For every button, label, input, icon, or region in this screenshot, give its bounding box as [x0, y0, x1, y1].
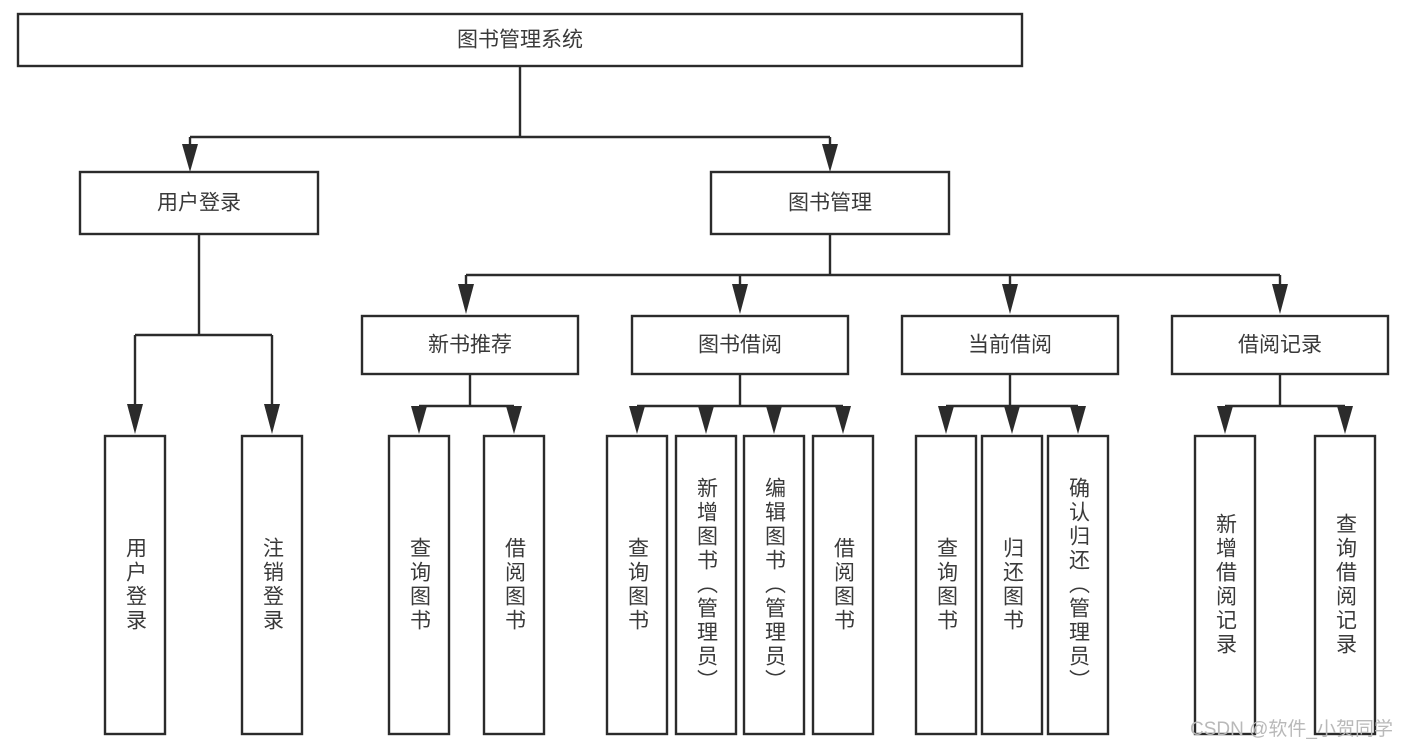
connector-group-currentborrow	[938, 374, 1086, 434]
node-book-management[interactable]: 图书管理	[709, 170, 951, 236]
leaf-label-current-borrow-1: 查询图书	[934, 537, 958, 633]
node-borrow-record[interactable]: 借阅记录	[1170, 314, 1390, 376]
connector-group-borrowrecord	[1217, 374, 1353, 434]
connector-group-userlogin	[127, 234, 280, 434]
arrow-head-borrowrecord-l2	[1337, 406, 1353, 434]
node-new-book-recommend[interactable]: 新书推荐	[360, 314, 580, 376]
node-new-book-recommend-box[interactable]	[360, 314, 580, 376]
node-current-borrow-label: 当前借阅	[968, 334, 1052, 357]
leaf-box-new-book-1[interactable]	[387, 434, 451, 736]
leaf-label-new-book-1: 查询图书	[407, 537, 431, 633]
arrow-head-borrowrecord-l1	[1217, 406, 1233, 434]
leaf-label-current-borrow-3: 确认归还（管理员）	[1066, 477, 1090, 693]
leaf-label-user-login-2: 注销登录	[260, 537, 284, 633]
arrow-head-bookborrow-l2	[698, 406, 714, 434]
node-root-box[interactable]	[16, 12, 1024, 68]
node-current-borrow-box[interactable]	[900, 314, 1120, 376]
node-user-login-box[interactable]	[78, 170, 320, 236]
arrow-head-newbook-l2	[506, 406, 522, 434]
leaf-label-book-borrow-2: 新增图书（管理员）	[694, 477, 718, 693]
arrow-head-bookborrow-l1	[629, 406, 645, 434]
arrow-head-currentborrow-l2	[1004, 406, 1020, 434]
leaf-label-user-login-1: 用户登录	[123, 537, 147, 633]
arrow-head-currentborrow	[1002, 284, 1018, 314]
arrow-head-userlogin	[182, 144, 198, 172]
arrow-head-userlogin-leaf1	[127, 404, 143, 434]
node-borrow-record-box[interactable]	[1170, 314, 1390, 376]
leaf-label-book-borrow-1: 查询图书	[625, 537, 649, 633]
connector-group-bookmgmt	[458, 234, 1288, 314]
node-book-borrow-box[interactable]	[630, 314, 850, 376]
leaf-box-book-borrow-2[interactable]	[674, 434, 738, 736]
leaf-label-current-borrow-2: 归还图书	[1000, 537, 1024, 633]
arrow-head-borrowrecord	[1272, 284, 1288, 314]
leaf-box-user-login-1[interactable]	[103, 434, 167, 736]
arrow-head-bookborrow	[732, 284, 748, 314]
leaf-label-book-borrow-4: 借阅图书	[831, 537, 855, 633]
node-root-label: 图书管理系统	[457, 29, 583, 52]
node-borrow-record-label: 借阅记录	[1238, 334, 1322, 357]
csdn-watermark: CSDN @软件_小贺同学	[1190, 719, 1393, 740]
leaf-box-book-borrow-3[interactable]	[742, 434, 806, 736]
arrow-head-bookborrow-l3	[766, 406, 782, 434]
leaf-box-book-borrow-1[interactable]	[605, 434, 669, 736]
arrow-head-currentborrow-l3	[1070, 406, 1086, 434]
arrow-head-currentborrow-l1	[938, 406, 954, 434]
node-book-management-box[interactable]	[709, 170, 951, 236]
leaf-box-current-borrow-1[interactable]	[914, 434, 978, 736]
leaf-label-new-book-2: 借阅图书	[502, 537, 526, 633]
leaf-label-borrow-record-2: 查询借阅记录	[1333, 513, 1357, 657]
leaf-box-current-borrow-3[interactable]	[1046, 434, 1110, 736]
node-user-login-label: 用户登录	[157, 192, 241, 215]
connector-group-newbook	[411, 374, 522, 434]
arrow-head-userlogin-leaf2	[264, 404, 280, 434]
arrow-head-newbook	[458, 284, 474, 314]
leaf-label-book-borrow-3: 编辑图书（管理员）	[762, 477, 786, 693]
node-root[interactable]: 图书管理系统	[16, 12, 1024, 68]
arrow-head-newbook-l1	[411, 406, 427, 434]
leaf-box-borrow-record-1[interactable]	[1193, 434, 1257, 736]
connector-group-bookborrow	[629, 374, 851, 434]
leaf-box-book-borrow-4[interactable]	[811, 434, 875, 736]
leaf-box-current-borrow-2[interactable]	[980, 434, 1044, 736]
arrow-head-bookborrow-l4	[835, 406, 851, 434]
arrow-head-bookmgmt	[822, 144, 838, 172]
node-book-borrow[interactable]: 图书借阅	[630, 314, 850, 376]
leaf-label-borrow-record-1: 新增借阅记录	[1213, 513, 1237, 657]
node-book-borrow-label: 图书借阅	[698, 334, 782, 357]
leaf-box-new-book-2[interactable]	[482, 434, 546, 736]
node-book-management-label: 图书管理	[788, 192, 872, 215]
leaf-box-borrow-record-2[interactable]	[1313, 434, 1377, 736]
leaf-box-user-login-2[interactable]	[240, 434, 304, 736]
node-user-login[interactable]: 用户登录	[78, 170, 320, 236]
connector-group-root	[182, 66, 838, 172]
node-current-borrow[interactable]: 当前借阅	[900, 314, 1120, 376]
node-new-book-recommend-label: 新书推荐	[428, 334, 512, 357]
